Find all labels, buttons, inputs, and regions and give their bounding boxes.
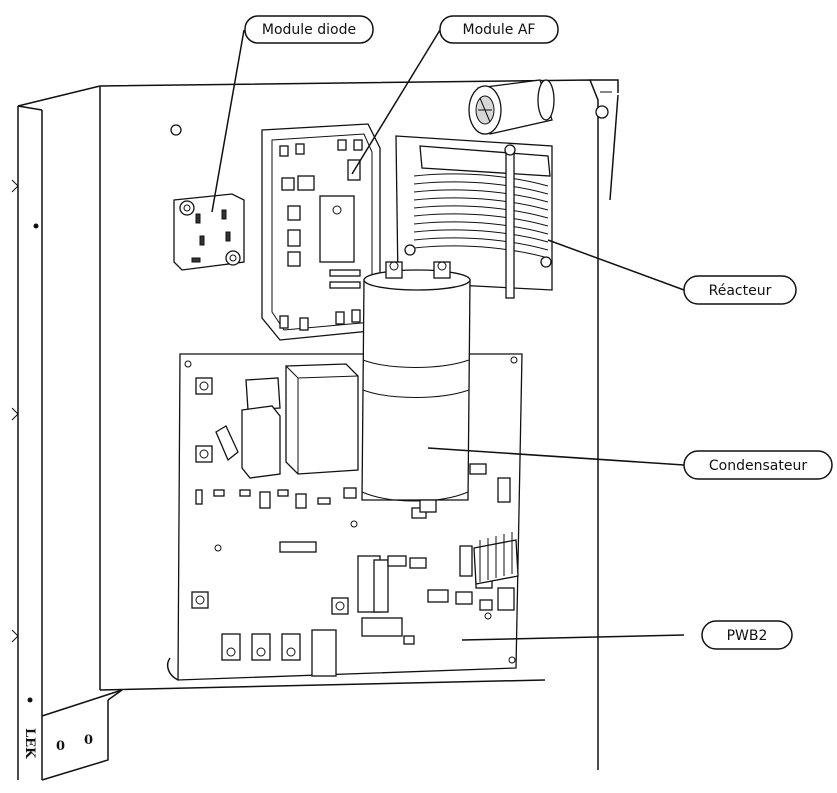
- callout-pwb2: PWB2: [701, 620, 793, 650]
- panel-mark-a: 0: [56, 739, 65, 754]
- side-label: LEK: [22, 728, 37, 759]
- callout-condensateur: Condensateur: [683, 450, 833, 480]
- callout-module-af: Module AF: [439, 15, 559, 44]
- callout-reacteur: Réacteur: [683, 275, 797, 305]
- callout-module-diode: Module diode: [244, 15, 374, 44]
- capacitor: [361, 261, 471, 513]
- side-door-panel: [11, 85, 123, 781]
- af-module: [261, 123, 381, 341]
- callout-condensateur-label: Condensateur: [709, 458, 807, 474]
- callout-module-af-label: Module AF: [463, 22, 536, 38]
- callout-pwb2-label: PWB2: [727, 628, 768, 644]
- callout-module-diode-label: Module diode: [262, 22, 356, 38]
- callout-reacteur-label: Réacteur: [709, 283, 772, 299]
- diode-module: [173, 193, 245, 271]
- leader-lines: [211, 29, 685, 641]
- reactor: [395, 79, 555, 299]
- panel-mark-b: 0: [84, 733, 93, 748]
